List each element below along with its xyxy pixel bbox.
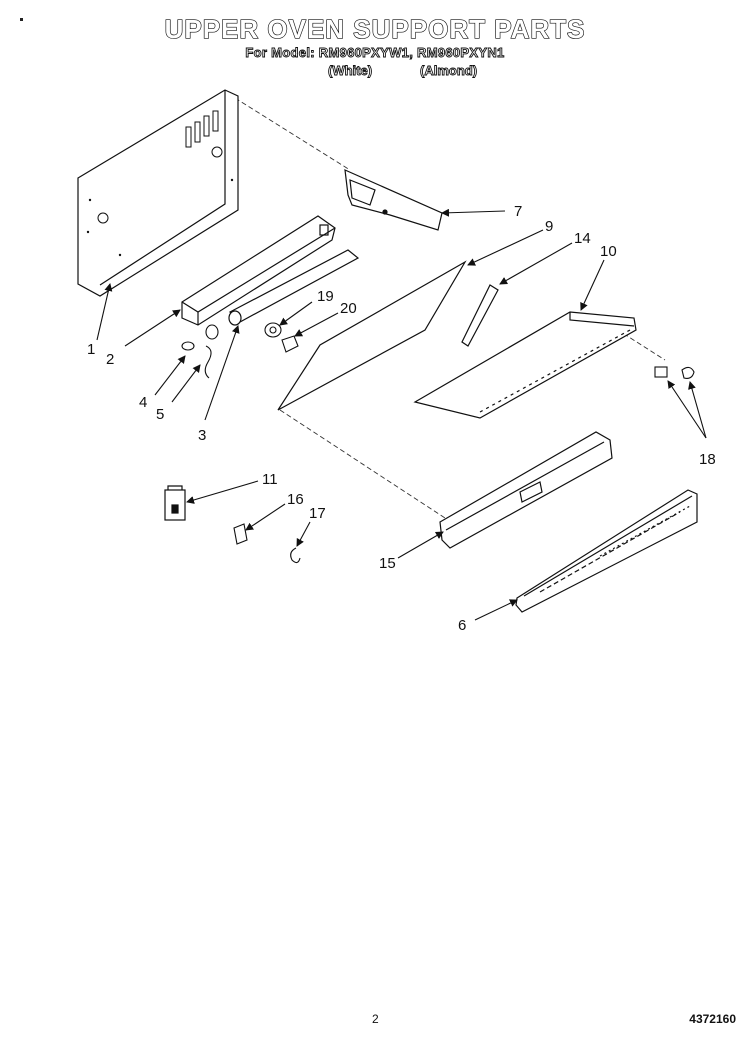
leader-lines: [96, 208, 707, 621]
callout-10: 10: [600, 243, 617, 260]
part-18-connectors: [654, 366, 695, 379]
callout-6: 6: [458, 617, 466, 634]
variant-white: (White): [328, 63, 373, 79]
part-19-20-bushings: [264, 322, 299, 353]
part-2-channel: [181, 215, 336, 326]
model-line: For Model: RM960PXYW1, RM960PXYN1: [245, 45, 505, 61]
callout-7: 7: [514, 203, 522, 220]
part-16-clip: [233, 523, 248, 545]
part-3-tube: [228, 249, 360, 326]
callout-11: 11: [262, 471, 278, 488]
callout-14: 14: [574, 230, 591, 247]
part-15-slide-rail: [439, 431, 613, 549]
page-title: UPPER OVEN SUPPORT PARTS: [164, 13, 586, 44]
callout-2: 2: [106, 351, 114, 368]
variant-almond: (Almond): [420, 63, 478, 79]
callout-15: 15: [379, 555, 396, 572]
callout-17: 17: [309, 505, 326, 522]
part-1-rear-panel: [77, 89, 239, 297]
callout-20: 20: [340, 300, 357, 317]
callout-19: 19: [317, 288, 334, 305]
page-number: 2: [372, 1012, 379, 1026]
part-17-ring: [290, 547, 301, 564]
corner-mark: [20, 18, 23, 21]
part-14-strip: [461, 284, 499, 347]
callout-4: 4: [139, 394, 147, 411]
part-10-tray: [413, 311, 637, 419]
part-11-switch: [164, 485, 186, 521]
callout-16: 16: [287, 491, 304, 508]
callout-1: 1: [87, 341, 95, 358]
part-7-bracket: [344, 169, 443, 231]
part-4-5-fasteners: [181, 324, 219, 379]
callout-18: 18: [699, 451, 716, 468]
callout-5: 5: [156, 406, 164, 423]
callout-3: 3: [198, 427, 206, 444]
callout-9: 9: [545, 218, 553, 235]
part-6-front-trim: [515, 489, 698, 613]
part-9-sheet-panel: [277, 260, 467, 411]
document-number: 4372160: [689, 1012, 736, 1026]
